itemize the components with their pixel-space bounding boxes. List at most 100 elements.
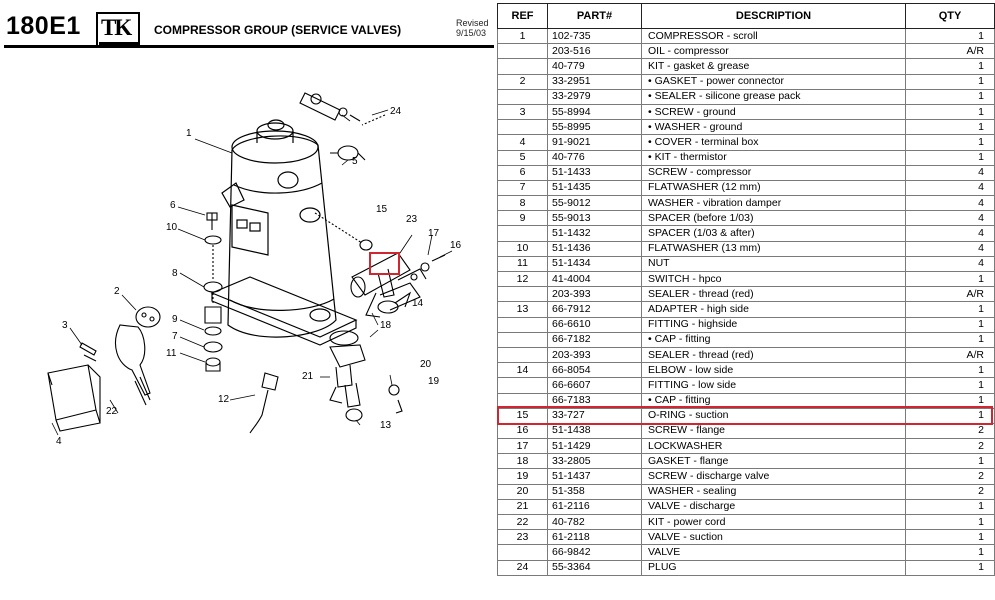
part-cell: 66-7912 bbox=[547, 301, 642, 318]
description-cell: VALVE - suction bbox=[641, 529, 906, 546]
callout-3: 3 bbox=[62, 320, 68, 331]
ref-cell: 11 bbox=[497, 255, 548, 273]
qty-cell: 1 bbox=[905, 316, 995, 333]
callout-14: 14 bbox=[412, 298, 424, 309]
part-cell: 102-735 bbox=[547, 27, 642, 45]
part-cell: 51-1429 bbox=[547, 438, 642, 455]
callout-23: 23 bbox=[406, 214, 418, 225]
ref-cell: 22 bbox=[497, 513, 548, 531]
part-cell: 51-1432 bbox=[547, 225, 642, 242]
part-cell: 66-8054 bbox=[547, 362, 642, 379]
description-cell: VALVE - discharge bbox=[641, 498, 906, 516]
callout-9: 9 bbox=[172, 314, 178, 325]
ref-cell: 7 bbox=[497, 179, 548, 197]
ref-cell: 18 bbox=[497, 453, 548, 470]
description-cell: SWITCH - hpco bbox=[641, 270, 906, 288]
description-cell: FLATWASHER (13 mm) bbox=[641, 240, 906, 257]
qty-cell: 1 bbox=[905, 377, 995, 394]
description-cell: NUT bbox=[641, 255, 906, 273]
description-cell: SCREW - discharge valve bbox=[641, 468, 906, 485]
qty-cell: 1 bbox=[905, 134, 995, 151]
part-cell: 66-7183 bbox=[547, 392, 642, 409]
part-cell: 66-9842 bbox=[547, 544, 642, 561]
ref-cell: 6 bbox=[497, 164, 548, 181]
part-cell: 33-727 bbox=[547, 407, 642, 424]
qty-cell: 1 bbox=[905, 58, 995, 75]
logo-text: TK bbox=[101, 15, 132, 40]
part-cell: 51-1437 bbox=[547, 468, 642, 485]
qty-cell: 1 bbox=[905, 149, 995, 166]
part-cell: 91-9021 bbox=[547, 134, 642, 151]
callout-16: 16 bbox=[450, 240, 462, 251]
callout-2: 2 bbox=[114, 286, 120, 297]
part-cell: 61-2116 bbox=[547, 498, 642, 516]
description-cell: WASHER - sealing bbox=[641, 483, 906, 500]
qty-cell: 1 bbox=[905, 498, 995, 516]
description-cell: SCREW - flange bbox=[641, 422, 906, 440]
description-cell: PLUG bbox=[641, 559, 906, 576]
ref-cell: 21 bbox=[497, 498, 548, 516]
ref-cell bbox=[497, 544, 548, 561]
part-cell: 33-2951 bbox=[547, 73, 642, 90]
callout-8: 8 bbox=[172, 268, 178, 279]
callout-7: 7 bbox=[172, 331, 178, 342]
part-cell: 40-779 bbox=[547, 58, 642, 75]
part-cell: 55-3364 bbox=[547, 559, 642, 576]
part-cell: 55-8995 bbox=[547, 119, 642, 136]
page-title: COMPRESSOR GROUP (SERVICE VALVES) bbox=[154, 23, 402, 37]
ref-cell: 15 bbox=[497, 407, 548, 424]
terminal-cover bbox=[47, 364, 97, 421]
qty-cell: 4 bbox=[905, 210, 995, 227]
part-cell: 51-1434 bbox=[547, 255, 642, 273]
diagram-drawing bbox=[47, 92, 453, 436]
ref-cell bbox=[497, 377, 548, 394]
description-cell: • GASKET - power connector bbox=[641, 73, 906, 90]
callout-15: 15 bbox=[376, 204, 388, 215]
ref-cell bbox=[497, 286, 548, 303]
callout-20: 20 bbox=[420, 359, 432, 370]
qty-cell: A/R bbox=[905, 286, 995, 303]
description-cell: LOCKWASHER bbox=[641, 438, 906, 455]
description-cell: KIT - gasket & grease bbox=[641, 58, 906, 75]
qty-cell: 1 bbox=[905, 392, 995, 409]
description-cell: • CAP - fitting bbox=[641, 392, 906, 409]
ref-cell: 19 bbox=[497, 468, 548, 485]
exploded-diagram: 1 2 3 4 5 6 7 8 9 10 11 12 13 14 15 16 1… bbox=[0, 55, 495, 600]
terminal-block bbox=[231, 204, 269, 256]
qty-cell: A/R bbox=[905, 43, 995, 60]
ref-cell: 12 bbox=[497, 270, 548, 288]
description-cell: FITTING - low side bbox=[641, 377, 906, 394]
description-cell: VALVE bbox=[641, 544, 906, 561]
description-cell: FITTING - highside bbox=[641, 316, 906, 333]
revision-note: Revised 9/15/03 bbox=[456, 18, 489, 38]
part-cell: 66-6610 bbox=[547, 316, 642, 333]
ref-cell: 13 bbox=[497, 301, 548, 318]
ref-cell bbox=[497, 43, 548, 60]
callout-13: 13 bbox=[380, 420, 392, 431]
qty-cell: 2 bbox=[905, 468, 995, 485]
part-cell: 51-1436 bbox=[547, 240, 642, 257]
compressor-top bbox=[231, 130, 319, 164]
description-cell: ELBOW - low side bbox=[641, 362, 906, 379]
part-cell: 51-1435 bbox=[547, 179, 642, 197]
ref-cell: 24 bbox=[497, 559, 548, 576]
qty-cell: 1 bbox=[905, 301, 995, 318]
description-cell: • KIT - thermistor bbox=[641, 149, 906, 166]
description-cell: SCREW - compressor bbox=[641, 164, 906, 181]
